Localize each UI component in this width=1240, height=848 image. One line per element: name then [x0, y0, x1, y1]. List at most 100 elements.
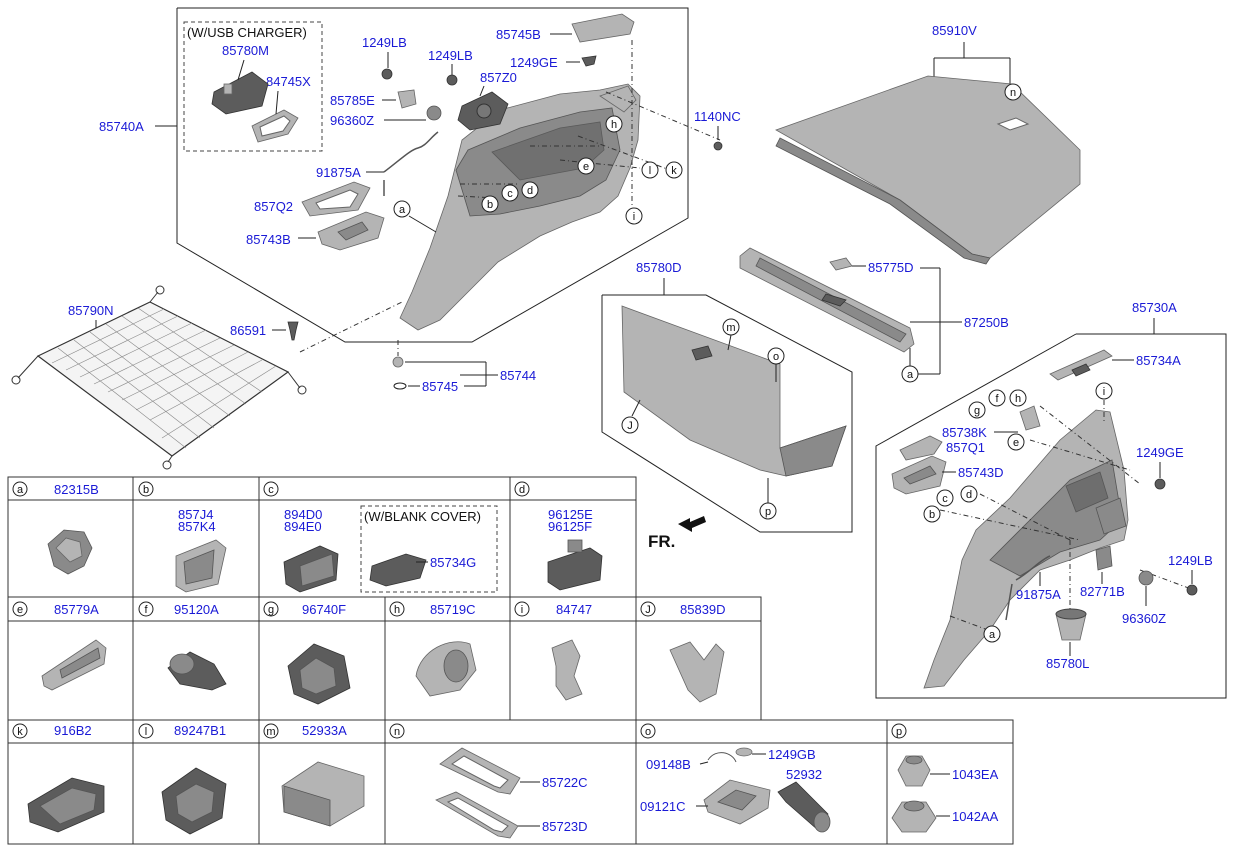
part-label-857q1: 857Q1: [946, 440, 985, 455]
svg-text:J: J: [627, 420, 633, 432]
table-cell-m: m 52933A: [263, 723, 365, 827]
part-label-1249lb-right: 1249LB: [1168, 553, 1213, 568]
part-label-96740f: 96740F: [302, 602, 346, 617]
svg-text:e: e: [583, 161, 589, 173]
table-cell-p: p 1043EA 1042AA: [891, 723, 999, 833]
callout-h-right: h: [1009, 389, 1027, 407]
svg-text:b: b: [929, 509, 935, 521]
svg-text:b: b: [487, 199, 493, 211]
sill-group: 85775D 87250B a: [739, 247, 1009, 383]
part-label-85839d: 85839D: [680, 602, 726, 617]
svg-text:l: l: [649, 165, 651, 177]
table-cell-i: i 84747: [514, 601, 592, 701]
part-label-91875a: 91875A: [316, 165, 361, 180]
part-label-85790n: 85790N: [68, 303, 114, 318]
right-trim-group: 85730A 85734A 85738K 857Q1 85743D 1249GE: [875, 300, 1227, 699]
part-label-82315b: 82315B: [54, 482, 99, 497]
part-label-857k4: 857K4: [178, 519, 216, 534]
part-label-85723d: 85723D: [542, 819, 588, 834]
svg-text:d: d: [966, 489, 972, 501]
callout-f-right: f: [988, 389, 1006, 407]
part-label-84747: 84747: [556, 602, 592, 617]
svg-text:a: a: [17, 484, 24, 496]
part-label-894e0: 894E0: [284, 519, 322, 534]
callout-j-floor: J: [621, 399, 641, 434]
part-label-52933a: 52933A: [302, 723, 347, 738]
blank-cover-box-title: (W/BLANK COVER): [364, 509, 481, 524]
svg-text:o: o: [773, 351, 779, 363]
svg-text:g: g: [974, 405, 980, 417]
table-cell-k: k 916B2: [12, 723, 105, 833]
callout-e-right: e: [1007, 433, 1025, 451]
85734a-part: [1049, 349, 1113, 381]
cargo-cover-group: 85910V n: [775, 23, 1081, 265]
part-label-usb-0: 85780M: [222, 43, 269, 58]
table-cell-n: n 85722C 85723D: [389, 723, 588, 839]
part-label-85785e: 85785E: [330, 93, 375, 108]
usb-charger-part: [211, 71, 269, 115]
callout-h-main: h: [605, 115, 623, 133]
part-label-85780d: 85780D: [636, 260, 682, 275]
part-label-96125f: 96125F: [548, 519, 592, 534]
callout-k-main: k: [665, 161, 683, 179]
part-label-96360z-right: 96360Z: [1122, 611, 1166, 626]
85745b-cover-part: [571, 13, 635, 43]
svg-text:i: i: [633, 211, 635, 223]
fr-label: FR.: [648, 532, 675, 551]
part-label-85734a: 85734A: [1136, 353, 1181, 368]
svg-text:m: m: [726, 322, 735, 334]
table-cell-h: h 85719C: [389, 601, 477, 697]
part-label-96360z: 96360Z: [330, 113, 374, 128]
84747-part: [551, 639, 583, 701]
part-label-85744: 85744: [500, 368, 536, 383]
svg-text:a: a: [399, 204, 406, 216]
svg-text:i: i: [521, 604, 523, 616]
part-label-85722c: 85722C: [542, 775, 588, 790]
svg-text:c: c: [507, 188, 513, 200]
parts-table: a 82315B b 857J4 857K4 c 894D0 894E0 (W/…: [7, 476, 1014, 845]
callout-c-right: c: [936, 489, 954, 507]
right-group-outline: [875, 333, 1227, 699]
table-cell-b: b 857J4 857K4: [138, 481, 227, 593]
part-label-82771b: 82771B: [1080, 584, 1125, 599]
main-trim-group: 85740A (W/USB CHARGER) 85780M 84745X 124…: [99, 7, 741, 394]
part-label-main: 85740A: [99, 119, 144, 134]
part-label-1140nc: 1140NC: [694, 109, 741, 124]
part-label-85910v: 85910V: [932, 23, 977, 38]
part-label-857j4: 857J4: [178, 507, 213, 522]
table-cell-f: f 95120A: [138, 601, 227, 691]
callout-b-right: b: [923, 505, 941, 523]
part-label-1249lb-b: 1249LB: [428, 48, 473, 63]
svg-text:k: k: [17, 726, 23, 738]
part-label-85745: 85745: [422, 379, 458, 394]
usb-charger-box: [183, 21, 323, 152]
svg-text:h: h: [611, 119, 617, 131]
part-label-85738k: 85738K: [942, 425, 987, 440]
part-label-96125e: 96125E: [548, 507, 593, 522]
part-label-85719c: 85719C: [430, 602, 476, 617]
callout-g-right: g: [968, 401, 986, 419]
85734g-part: [369, 553, 427, 587]
table-cell-g: g 96740F: [263, 601, 351, 705]
usb-box-title: (W/USB CHARGER): [187, 25, 307, 40]
part-label-857q2: 857Q2: [254, 199, 293, 214]
svg-text:m: m: [266, 726, 275, 738]
table-cell-d: d 96125E 96125F: [514, 481, 603, 591]
callout-d-main: d: [521, 181, 539, 199]
callout-a-sill: a: [901, 348, 919, 383]
callout-m-floor: m: [722, 318, 740, 351]
svg-text:n: n: [394, 726, 400, 738]
callout-d-right: d: [960, 485, 978, 503]
callout-i-right: i: [1095, 382, 1113, 400]
part-label-1249lb-a: 1249LB: [362, 35, 407, 50]
callout-o-floor: o: [767, 347, 785, 382]
1043ea-part: [897, 755, 931, 787]
wire-harness: [383, 131, 439, 173]
svg-text:p: p: [765, 506, 771, 518]
svg-text:e: e: [1013, 437, 1019, 449]
part-label-1249ge-right: 1249GE: [1136, 445, 1184, 460]
part-label-1249gb: 1249GB: [768, 747, 816, 762]
part-label-857z0: 857Z0: [480, 70, 517, 85]
1042aa-part: [891, 801, 937, 833]
